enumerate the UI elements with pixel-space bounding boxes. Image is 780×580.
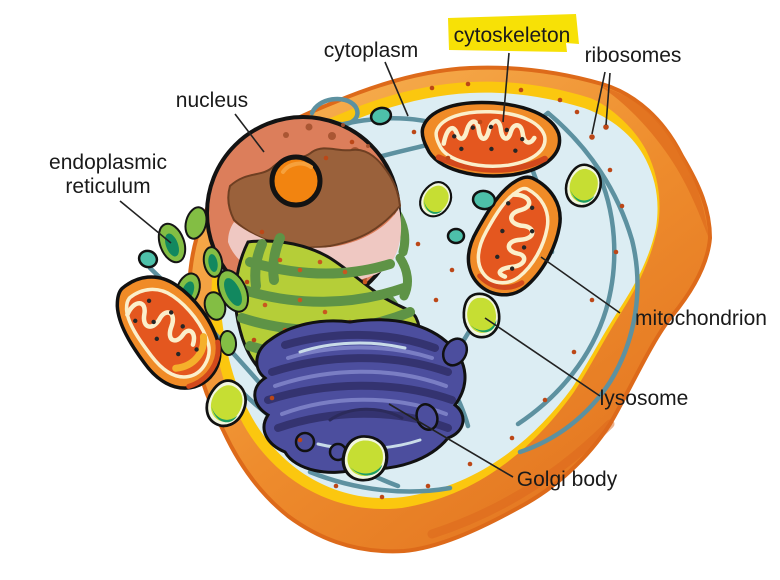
ribosome-pointed-1 <box>589 134 595 140</box>
nucleolus-highlight <box>281 161 313 174</box>
label-text-golgi-body: Golgi body <box>517 468 618 491</box>
lysosomes <box>205 163 602 482</box>
label-text-cytoplasm: cytoplasm <box>324 39 419 62</box>
lysosome-bottom <box>341 435 389 482</box>
vesicle <box>369 106 393 126</box>
label-text-reticulum: reticulum <box>65 175 150 198</box>
label-text-mitochondrion: mitochondrion <box>635 307 767 330</box>
golgi-body <box>253 318 469 474</box>
leader-line-cytoskeleton <box>502 52 510 123</box>
mitochondrion-left <box>115 275 222 390</box>
leader-line-ribosomes-2 <box>605 72 611 126</box>
label-text-lysosome: lysosome <box>600 387 689 410</box>
label-lysosome: lysosome <box>484 317 689 410</box>
filament <box>515 165 617 427</box>
leader-line-nucleus <box>234 113 265 153</box>
label-nucleus: nucleus <box>176 89 265 153</box>
vesicles <box>137 106 497 269</box>
label-text-ribosomes: ribosomes <box>585 44 682 67</box>
mitochondrion-right <box>466 175 562 297</box>
lysosome-center <box>419 181 453 218</box>
leader-line-golgi-body <box>388 403 514 478</box>
er-tip <box>395 253 412 301</box>
mitochondrion-top <box>420 100 562 178</box>
filament <box>307 469 453 494</box>
leader-line-cytoplasm <box>384 61 409 117</box>
leader-line-mitochondrion <box>540 256 621 314</box>
lysosome-bottom-left <box>205 379 247 428</box>
label-text-endoplasmic: endoplasmic <box>49 151 167 174</box>
label-golgi-body: Golgi body <box>388 403 618 491</box>
label-text-cytoskeleton: cytoskeleton <box>454 24 571 47</box>
ribosome-dots <box>244 81 625 500</box>
label-cytoskeleton: cytoskeleton <box>448 14 579 123</box>
label-ribosomes: ribosomes <box>585 44 682 135</box>
leader-line-lysosome <box>484 317 601 397</box>
golgi-inner-fold <box>328 407 404 422</box>
cytoskeleton-highlight <box>448 14 579 52</box>
labels: cytoplasm cytoskeleton ribosomes nucleus… <box>49 14 767 491</box>
vesicle <box>137 249 159 269</box>
label-mitochondrion: mitochondrion <box>540 256 767 330</box>
ribosome-pointed-2 <box>603 124 609 130</box>
leader-line-endoplasmic-reticulum <box>119 200 172 244</box>
label-cytoplasm: cytoplasm <box>324 39 419 117</box>
leader-line-ribosomes-1 <box>591 71 606 135</box>
label-endoplasmic-reticulum: endoplasmic reticulum <box>49 151 172 244</box>
vesicle <box>446 227 466 245</box>
golgi-vesicles <box>294 337 469 462</box>
lysosome-top-right <box>564 163 602 208</box>
membrane-shade-bottom <box>427 419 615 539</box>
label-text-nucleus: nucleus <box>176 89 248 112</box>
vesicle <box>471 189 497 211</box>
lysosome-right <box>462 292 501 339</box>
